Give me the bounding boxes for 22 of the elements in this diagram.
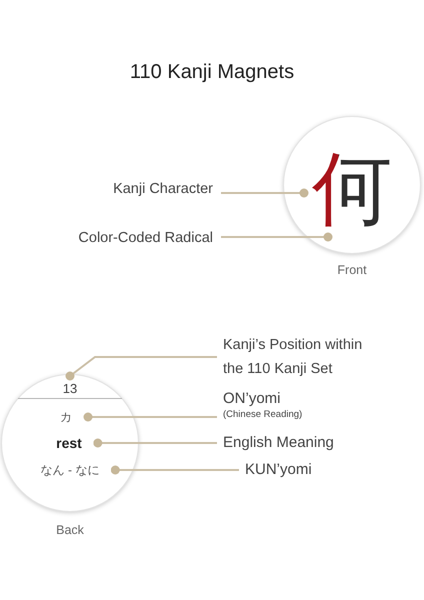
caption-text: Back xyxy=(56,522,84,538)
magnet-circle xyxy=(283,116,421,254)
leader-line xyxy=(110,466,239,474)
callout-label: English Meaning xyxy=(217,434,334,452)
callout-label: Kanji’s Position within the 110 Kanji Set xyxy=(217,333,367,381)
reading-text: なん - なに xyxy=(40,462,116,478)
callout-label: KUN’yomi xyxy=(239,461,312,479)
caption-text: Front xyxy=(337,262,367,278)
leader-line xyxy=(84,412,217,422)
leader-line xyxy=(66,356,217,380)
diagram-title: 110 Kanji Magnets xyxy=(130,60,294,84)
position-number: 13 xyxy=(62,376,78,396)
callout-label: Kanji Character xyxy=(113,180,221,198)
leader-line xyxy=(221,188,308,198)
leader-line xyxy=(93,438,217,448)
meaning-text: rest xyxy=(56,434,98,452)
magnet-circle xyxy=(1,374,139,512)
reading-text: カ xyxy=(60,409,88,425)
callout-label: ON’yomi xyxy=(223,390,281,408)
callout-note: (Chinese Reading) xyxy=(223,408,302,421)
callout-label: Color-Coded Radical xyxy=(78,229,221,247)
leader-line xyxy=(221,232,332,242)
